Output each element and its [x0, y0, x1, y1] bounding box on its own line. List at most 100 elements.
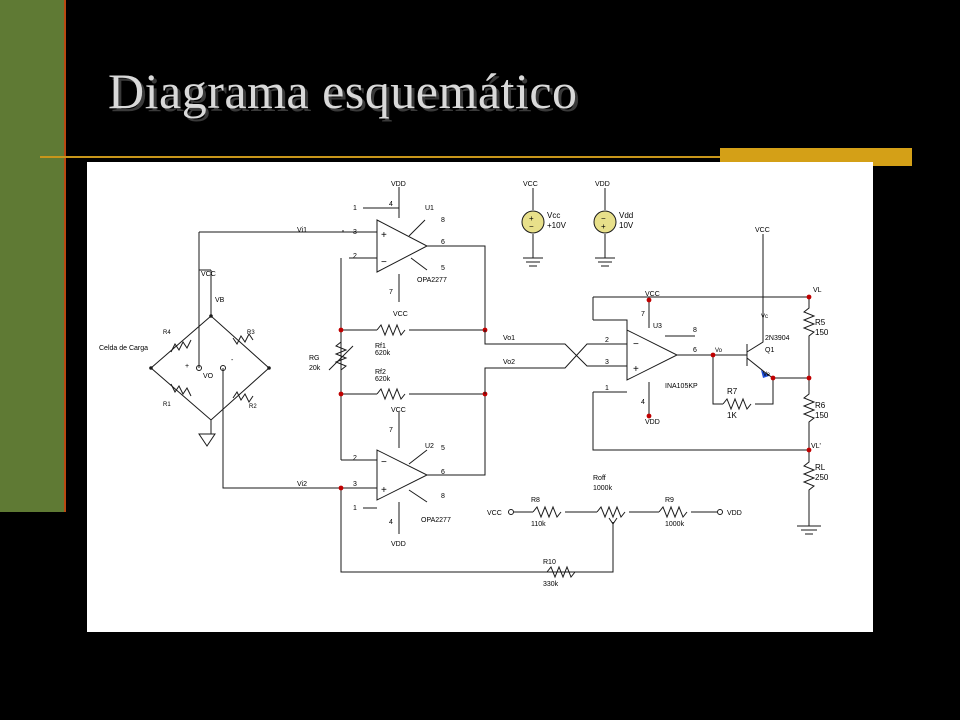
- u3-ina-group: − + U3 INA105KP VCC VDD 2 3 1 7 4 6 8: [591, 291, 809, 451]
- r9-label: R9: [665, 497, 674, 504]
- u2-plus: +: [381, 485, 387, 496]
- bridge-node-top: [209, 314, 213, 318]
- gain-network-group: RG 20k Rf1 620k Rf2 620k: [309, 323, 488, 401]
- u3-pin3: 3: [605, 359, 609, 366]
- junction-rf2-right: [482, 391, 488, 397]
- r2-label: R2: [249, 404, 257, 410]
- bridge-plus: +: [185, 363, 189, 370]
- r1-label: R1: [163, 402, 171, 408]
- u1-plus: +: [381, 230, 387, 241]
- u3-pin2: 2: [605, 337, 609, 344]
- title-underline: [40, 156, 912, 158]
- schematic-diagram: Celda de Carga VB VO R4 R3 R1 R2 + - VCC…: [87, 162, 873, 632]
- bridge-node-vo: [196, 365, 202, 371]
- u2-pin3: 3: [353, 481, 357, 488]
- u1-pin3: 3: [353, 229, 357, 236]
- u3-pin8: 8: [693, 327, 697, 334]
- u2-opamp-group: − + U2 OPA2277 VCC VDD 2 3 1 7 4 5 6 8: [340, 394, 486, 548]
- slide-title: Diagrama esquemático: [108, 63, 578, 119]
- offset-network-group: VCC VDD R8 110k Roff 1000k R9 1000k R10 …: [338, 475, 742, 588]
- vo-node-label: VO: [203, 373, 214, 380]
- u3-vdd: VDD: [645, 419, 660, 426]
- u1-pin2: 2: [353, 253, 357, 260]
- vdd-source-plus: +: [601, 222, 606, 231]
- vcc-source-symbol: [521, 210, 545, 234]
- junction-r10: [338, 485, 344, 491]
- q1-part: 2N3904: [765, 335, 790, 342]
- vo2-label: Vo2: [503, 359, 515, 366]
- rl-label: RL: [815, 463, 826, 472]
- junction-u3-vcc: [646, 297, 652, 303]
- u1-opamp-group: + − U1 OPA2277 VDD VCC 1 2 3 4 5 6 7 8: [201, 181, 486, 394]
- celda-label: Celda de Carga: [99, 345, 148, 352]
- vdd-source-value: 10V: [619, 221, 634, 230]
- sidebar-accent-bar: [0, 0, 66, 512]
- r7-label: R7: [727, 387, 738, 396]
- u2-pin8: 8: [441, 493, 445, 500]
- vi1-label: Vi1: [297, 227, 307, 234]
- rf2-label: Rf2: [375, 369, 386, 376]
- u1-pin5: 5: [441, 265, 445, 272]
- vdd-source-label: VDD: [595, 181, 610, 188]
- r8-value: 110k: [531, 521, 546, 528]
- junction-vl-prime: [806, 447, 812, 453]
- r7-value: 1K: [727, 411, 737, 420]
- u1-pin7: 7: [389, 289, 393, 296]
- u2-ref: U2: [425, 443, 434, 450]
- bridge-node-right: [267, 366, 271, 370]
- bridge-group: Celda de Carga VB VO R4 R3 R1 R2 + - VCC: [99, 230, 344, 489]
- u2-pin4: 4: [389, 519, 393, 526]
- u3-pin7: 7: [641, 311, 645, 318]
- r8-label: R8: [531, 497, 540, 504]
- roff-value: 1000k: [593, 485, 613, 492]
- power-sources-group: VCC + − Vcc +10V VDD − + Vdd 10V: [521, 181, 634, 267]
- ve-label: Ve: [763, 372, 771, 378]
- rf1-label: Rf1: [375, 343, 386, 350]
- junction-u3-vdd: [646, 413, 652, 419]
- u3-vcc: VCC: [645, 291, 660, 298]
- r5-label: R5: [815, 318, 826, 327]
- r6-value: 150: [815, 411, 829, 420]
- u3-ref: U3: [653, 323, 662, 330]
- u1-part: OPA2277: [417, 277, 447, 284]
- u2-part: OPA2277: [421, 517, 451, 524]
- rl-value: 250: [815, 473, 829, 482]
- output-stage-group: VCC 2N3904 Q1 Vc Ve Vo R7 1K VL R5 150 R…: [710, 227, 829, 535]
- u3-plus: +: [633, 364, 639, 375]
- bridge-node-left: [149, 366, 153, 370]
- r3-label: R3: [247, 330, 255, 336]
- vcc-source-minus: −: [529, 222, 534, 231]
- u2-vcc: VCC: [391, 407, 406, 414]
- u2-pin7: 7: [389, 427, 393, 434]
- u2-minus: −: [381, 457, 387, 468]
- u2-pin5: 5: [441, 445, 445, 452]
- q1-vcc: VCC: [755, 227, 770, 234]
- u1-pin1: 1: [353, 205, 357, 212]
- u3-pin4: 4: [641, 399, 645, 406]
- rf2-value: 620k: [375, 376, 391, 383]
- u1-ref: U1: [425, 205, 434, 212]
- offset-vdd-terminal: [717, 509, 723, 515]
- u3-pin6: 6: [693, 347, 697, 354]
- q1-ref: Q1: [765, 347, 774, 354]
- u1-pin4: 4: [389, 201, 393, 208]
- junction-r5-r6: [806, 375, 812, 381]
- vb-label: VB: [215, 297, 225, 304]
- r9-value: 1000k: [665, 521, 685, 528]
- title-accent-block: [720, 148, 912, 166]
- vcc-source-label: VCC: [523, 181, 538, 188]
- u3-pin1: 1: [605, 385, 609, 392]
- vo-label: Vo: [715, 348, 723, 354]
- r10-value: 330k: [543, 581, 559, 588]
- u1-vdd: VDD: [391, 181, 406, 188]
- vdd-source-symbol: [593, 210, 617, 234]
- offset-vdd: VDD: [727, 510, 742, 517]
- bridge-node-vo2: [220, 365, 226, 371]
- offset-vcc: VCC: [487, 510, 502, 517]
- vl-prime-label: VL': [811, 443, 821, 450]
- u2-vdd: VDD: [391, 541, 406, 548]
- offset-vcc-terminal: [508, 509, 514, 515]
- u3-triangle: [626, 329, 679, 381]
- u3-minus: −: [633, 339, 639, 350]
- q1-emitter-arrow: [761, 370, 769, 378]
